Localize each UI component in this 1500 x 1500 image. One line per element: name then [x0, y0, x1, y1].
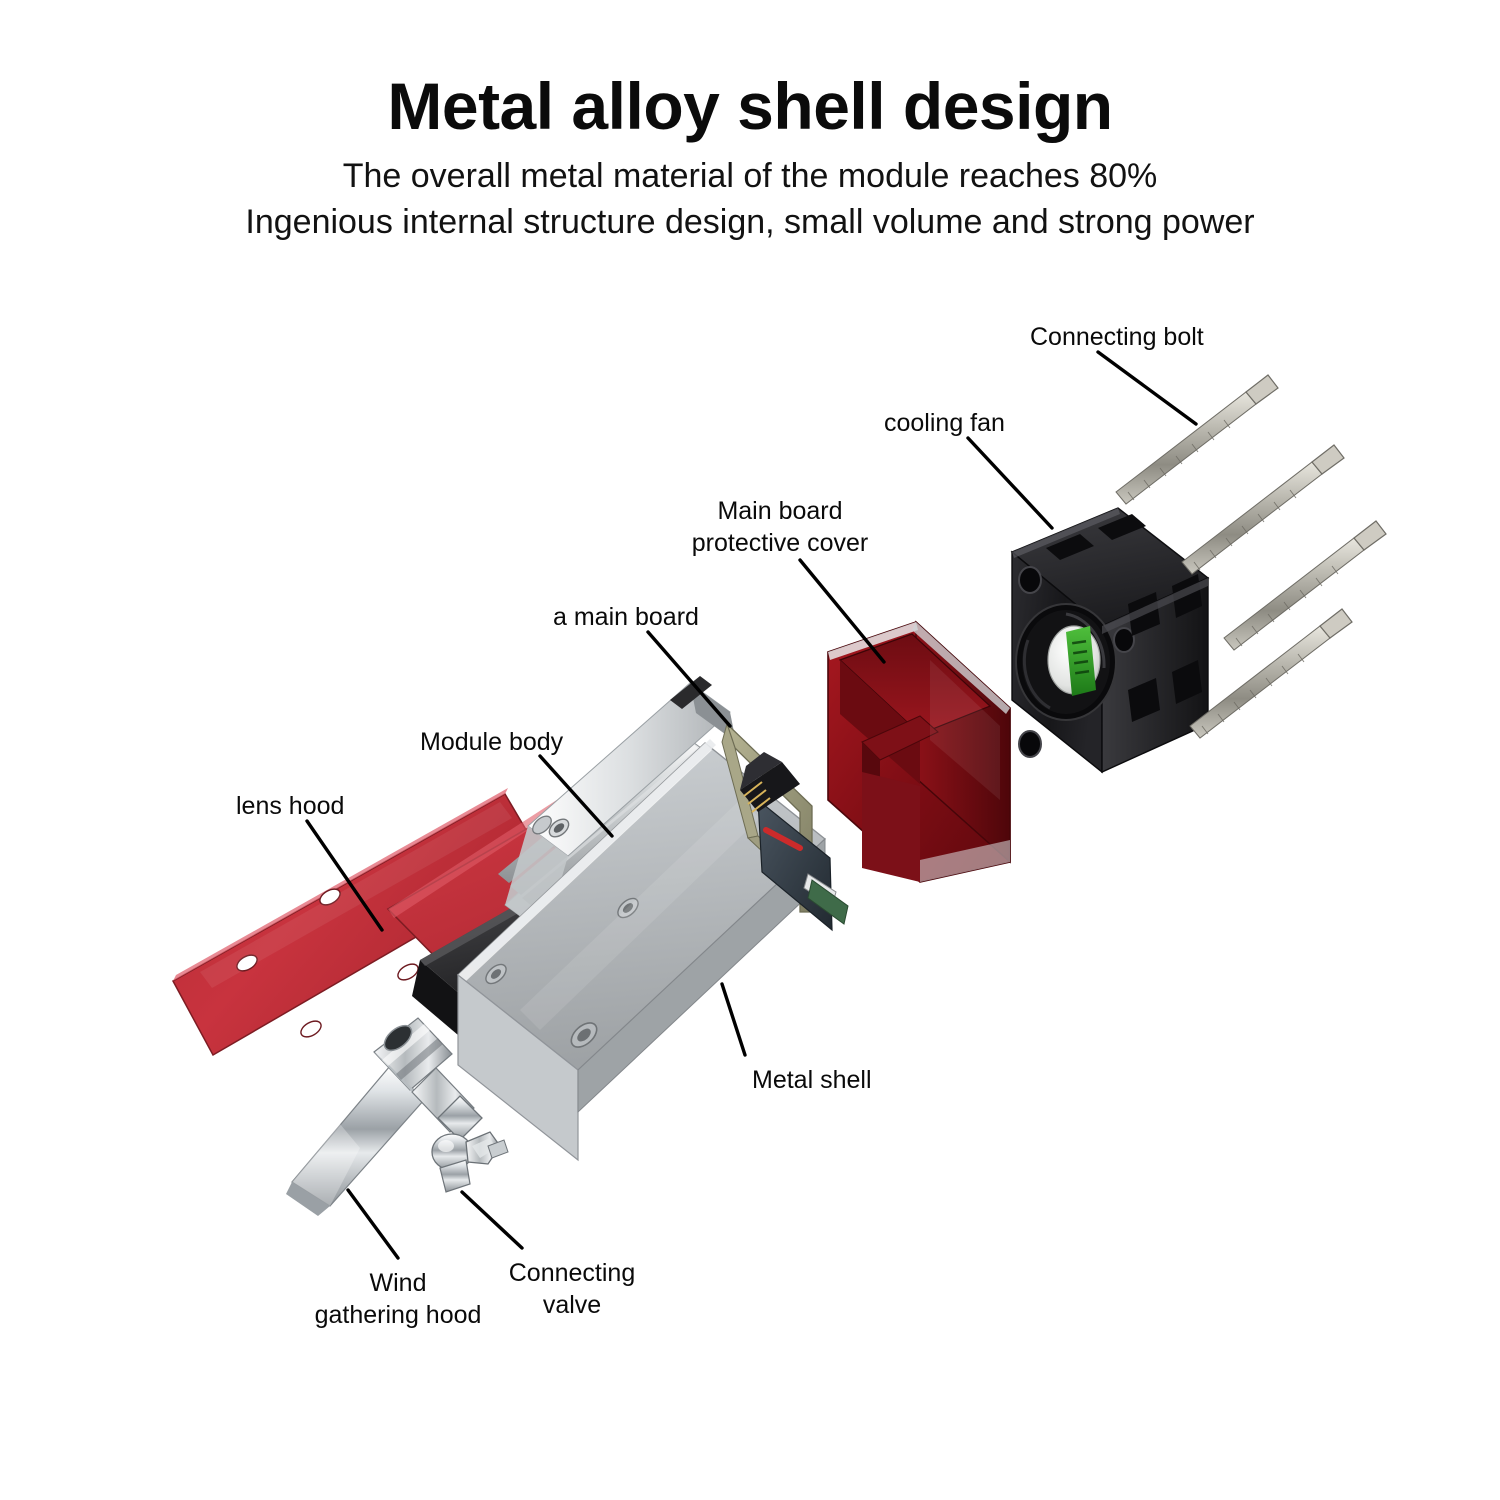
- callout-label-wind-gathering-hood: Wind gathering hood: [314, 1269, 482, 1329]
- leader-wind-hood: [346, 1188, 400, 1260]
- leader-metal-shell: [720, 982, 747, 1057]
- callout-label-mainboard-protective-cover: Main board protective cover: [691, 497, 869, 557]
- callout-label-cooling-fan: cooling fan: [884, 409, 1005, 437]
- callout-label-connecting-valve: Connecting valve: [508, 1259, 636, 1319]
- leader-module-body: [538, 754, 614, 838]
- part-connecting-bolts: [1115, 374, 1387, 739]
- part-wind-gathering-hood: [286, 1017, 453, 1216]
- callout-label-module-body: Module body: [420, 728, 564, 756]
- bolt-4: [1189, 608, 1353, 739]
- callout-leader-lines: [305, 350, 1198, 1260]
- part-connecting-valve: [411, 1067, 509, 1193]
- bolt-3: [1223, 520, 1387, 651]
- leader-a-main-board: [646, 630, 732, 728]
- leader-lens-hood: [305, 819, 384, 932]
- leader-cooling-fan: [966, 436, 1054, 530]
- part-cooling-fan: [1010, 507, 1210, 774]
- callout-label-connecting-bolt: Connecting bolt: [1030, 323, 1204, 351]
- leader-connecting-valve: [460, 1190, 524, 1250]
- part-mainboard-protective-cover: [827, 620, 1011, 883]
- bolt-1: [1115, 374, 1279, 505]
- subtitle-line-1: The overall metal material of the module…: [342, 157, 1158, 196]
- subtitle-line-2: Ingenious internal structure design, sma…: [245, 202, 1255, 241]
- part-main-board: [721, 722, 849, 932]
- leader-mainboard-cover: [798, 558, 886, 664]
- page-title: Metal alloy shell design: [387, 69, 1113, 143]
- bolt-2: [1181, 444, 1345, 575]
- header: Metal alloy shell design The overall met…: [0, 0, 1500, 244]
- callout-label-a-main-board: a main board: [553, 603, 699, 631]
- callout-label-metal-shell: Metal shell: [752, 1066, 872, 1094]
- callout-label-lens-hood: lens hood: [236, 792, 345, 820]
- leader-connecting-bolt: [1096, 350, 1198, 426]
- part-metal-shell: [456, 739, 827, 1162]
